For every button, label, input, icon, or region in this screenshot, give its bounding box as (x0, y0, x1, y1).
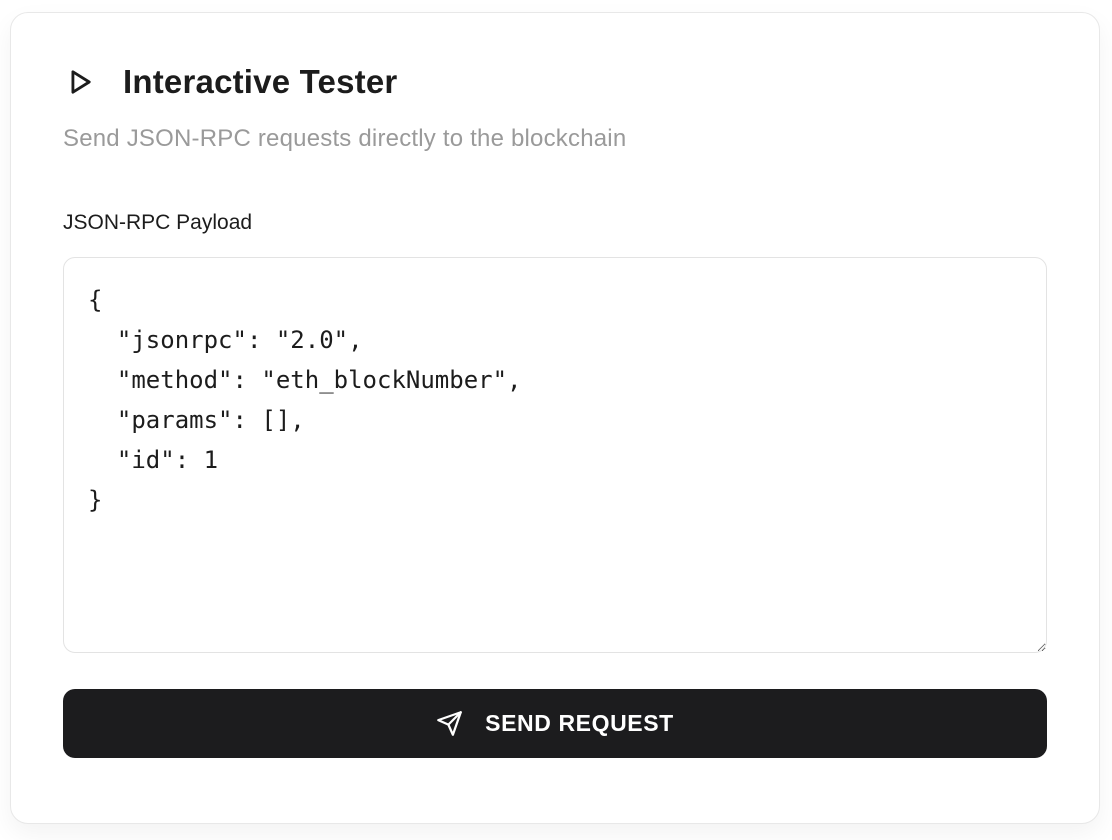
paper-plane-icon (436, 710, 463, 737)
card-subtitle: Send JSON-RPC requests directly to the b… (63, 125, 627, 152)
play-icon (63, 64, 97, 100)
card-header: Interactive Tester (63, 63, 1047, 101)
payload-label: JSON-RPC Payload (63, 211, 253, 234)
payload-textarea[interactable]: { "jsonrpc": "2.0", "method": "eth_block… (63, 257, 1047, 653)
send-button-label: SEND REQUEST (485, 710, 674, 736)
card-title: Interactive Tester (123, 63, 398, 100)
send-request-button[interactable]: SEND REQUEST (63, 689, 1047, 758)
interactive-tester-card: Interactive Tester Send JSON-RPC request… (10, 12, 1100, 824)
